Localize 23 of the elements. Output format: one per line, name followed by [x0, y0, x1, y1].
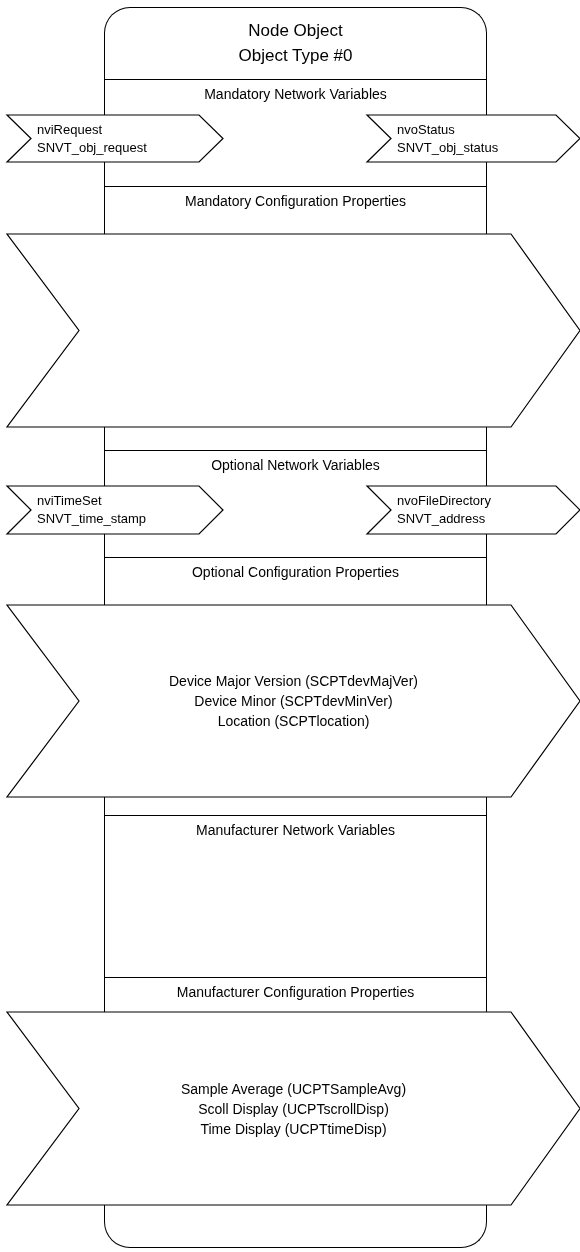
section-heading: Manufacturer Network Variables [195, 821, 396, 839]
variable-label: SNVT_obj_status [397, 138, 499, 157]
property-label: Device Major Version (SCPTdevMajVer) [169, 672, 418, 691]
section-band [104, 815, 487, 977]
variable-label: SNVT_time_stamp [37, 510, 147, 528]
section-heading: Mandatory Network Variables [203, 85, 388, 103]
section-heading: Optional Configuration Properties [191, 563, 400, 581]
variable-label: nviTimeSet [37, 492, 102, 510]
object-title: Node Object [247, 20, 344, 42]
variable-label: SNVT_address [397, 510, 486, 528]
property-label: Device Minor (SCPTdevMinVer) [194, 692, 393, 711]
variable-label: SNVT_obj_request [37, 138, 147, 157]
section-heading: Optional Network Variables [210, 456, 381, 474]
section-heading: Mandatory Configuration Properties [184, 192, 407, 210]
section-heading: Manufacturer Configuration Properties [175, 983, 416, 1001]
object-title: Object Type #0 [237, 45, 354, 67]
property-label: Location (SCPTlocation) [217, 712, 370, 731]
variable-label: nvoFileDirectory [397, 492, 491, 510]
property-label: Time Display (UCPTtimeDisp) [200, 1119, 387, 1139]
property-label: Scoll Display (UCPTscrollDisp) [198, 1099, 389, 1119]
variable-label: nviRequest [37, 120, 103, 139]
variable-label: nvoStatus [397, 120, 455, 139]
property-label: Sample Average (UCPTSampleAvg) [180, 1079, 407, 1099]
